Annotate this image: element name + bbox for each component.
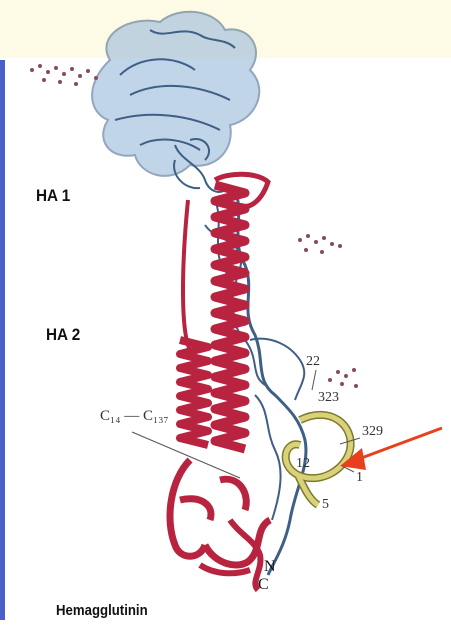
residue-323-label: 323 <box>318 390 339 406</box>
figure-caption: Hemagglutinin <box>56 602 148 619</box>
leader-22 <box>312 370 316 390</box>
residue-329-label: 329 <box>362 424 383 440</box>
left-band <box>0 60 5 620</box>
ha1-head <box>92 12 306 575</box>
n-terminus-label: N <box>264 558 276 576</box>
c-terminus-label: C <box>258 576 269 594</box>
residue-5-label: 5 <box>322 497 329 513</box>
ha2-label: HA 2 <box>46 325 80 345</box>
residue-12-label: 12 <box>296 456 310 472</box>
ha2-stem <box>170 174 270 590</box>
red-arrow-icon <box>340 428 442 470</box>
cysteine-bridge-label: C₁₄ — C₁₃₇ <box>100 408 169 425</box>
residue-22-label: 22 <box>306 354 320 370</box>
residue-1-label: 1 <box>356 470 363 486</box>
ha1-label: HA 1 <box>36 186 70 206</box>
